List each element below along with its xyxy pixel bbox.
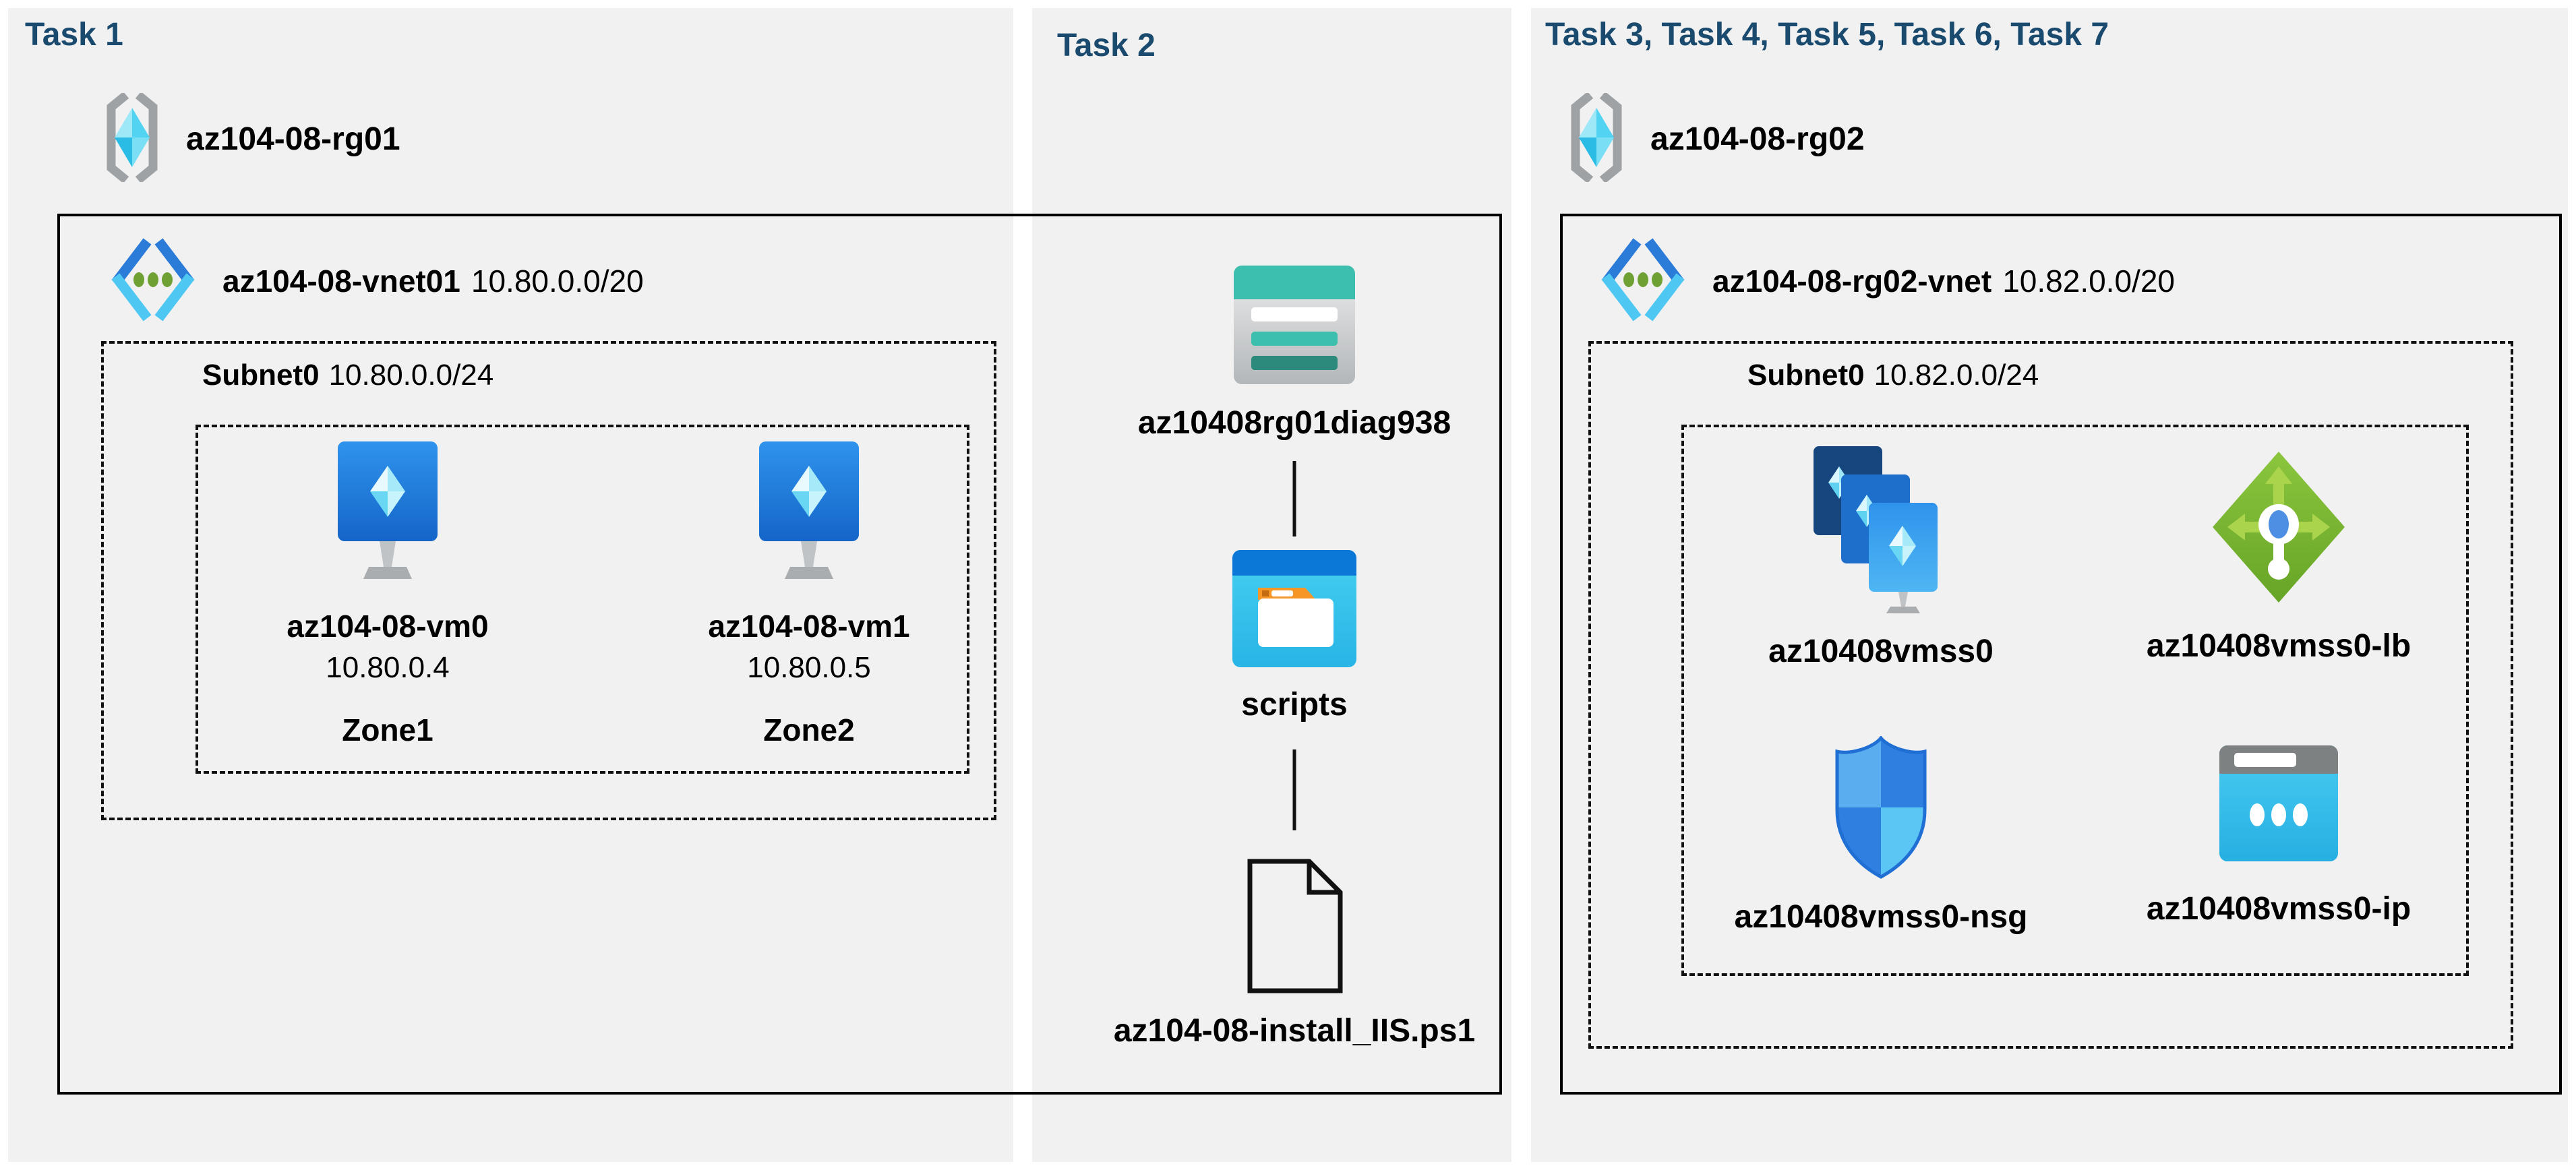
- vmss-block: az10408vmss0: [1746, 443, 2016, 670]
- public-ip-block: az10408vmss0-ip: [2137, 745, 2420, 927]
- script-file-label: az104-08-install_IIS.ps1: [1113, 1013, 1476, 1049]
- vm1-ip: 10.80.0.5: [747, 651, 871, 684]
- public-ip-label: az10408vmss0-ip: [2146, 891, 2412, 927]
- task3-header: Task 3, Task 4, Task 5, Task 6, Task 7: [1545, 17, 2109, 53]
- nsg-label: az10408vmss0-nsg: [1734, 899, 2028, 935]
- task2-header: Task 2: [1057, 28, 1156, 63]
- resource-group-icon: [1565, 91, 1627, 185]
- network-security-group-icon: [1830, 735, 1931, 882]
- vm0-block: az104-08-vm0 10.80.0.4 Zone1: [270, 441, 506, 748]
- vmss-resources-box: [1681, 425, 2469, 976]
- vm1-name: az104-08-vm1: [708, 609, 910, 644]
- vnet2-box: [1560, 214, 2562, 1095]
- subnet2-box: [1588, 341, 2513, 1049]
- vm0-ip: 10.80.0.4: [326, 651, 450, 684]
- virtual-network-icon: [1599, 236, 1687, 327]
- vm1-zone: Zone2: [763, 712, 855, 747]
- vm0-name: az104-08-vm0: [287, 609, 489, 644]
- storage-account-icon: [1234, 266, 1355, 388]
- zone-box: [196, 425, 969, 774]
- lb-block: az10408vmss0-lb: [2137, 450, 2420, 665]
- nsg-block: az10408vmss0-nsg: [1735, 735, 2027, 935]
- vm-scale-set-icon: [1814, 443, 1948, 617]
- resource-group-1: az104-08-rg01: [101, 91, 400, 185]
- lb-label: az10408vmss0-lb: [2146, 628, 2412, 664]
- task1-panel: [8, 8, 1013, 1162]
- container-label: scripts: [1241, 687, 1348, 723]
- script-file-icon: [1243, 857, 1346, 998]
- resource-group-icon: [101, 91, 163, 185]
- public-ip-icon: [2219, 745, 2338, 865]
- blob-container-icon: [1232, 550, 1356, 671]
- resource-group-2-label: az104-08-rg02: [1650, 121, 1865, 157]
- connector-line: [1292, 461, 1296, 536]
- vm1-block: az104-08-vm1 10.80.0.5 Zone2: [691, 441, 927, 748]
- virtual-network-icon: [109, 236, 197, 327]
- connector-line: [1292, 749, 1296, 830]
- vm0-zone: Zone1: [342, 712, 433, 747]
- vmss-label: az10408vmss0: [1768, 634, 1994, 669]
- task1-header: Task 1: [25, 17, 123, 53]
- task2-stack: az10408rg01diag938 scripts az104-08-inst…: [1065, 0, 1524, 1166]
- resource-group-1-label: az104-08-rg01: [186, 121, 400, 157]
- vnet1-box: [57, 214, 1502, 1095]
- virtual-machine-icon: [748, 441, 870, 588]
- virtual-machine-icon: [327, 441, 448, 588]
- load-balancer-icon: [2211, 450, 2346, 607]
- subnet1-box: [101, 341, 996, 820]
- resource-group-2: az104-08-rg02: [1565, 91, 1865, 185]
- task3-panel: [1531, 8, 2568, 1162]
- storage-account-label: az10408rg01diag938: [1137, 405, 1451, 441]
